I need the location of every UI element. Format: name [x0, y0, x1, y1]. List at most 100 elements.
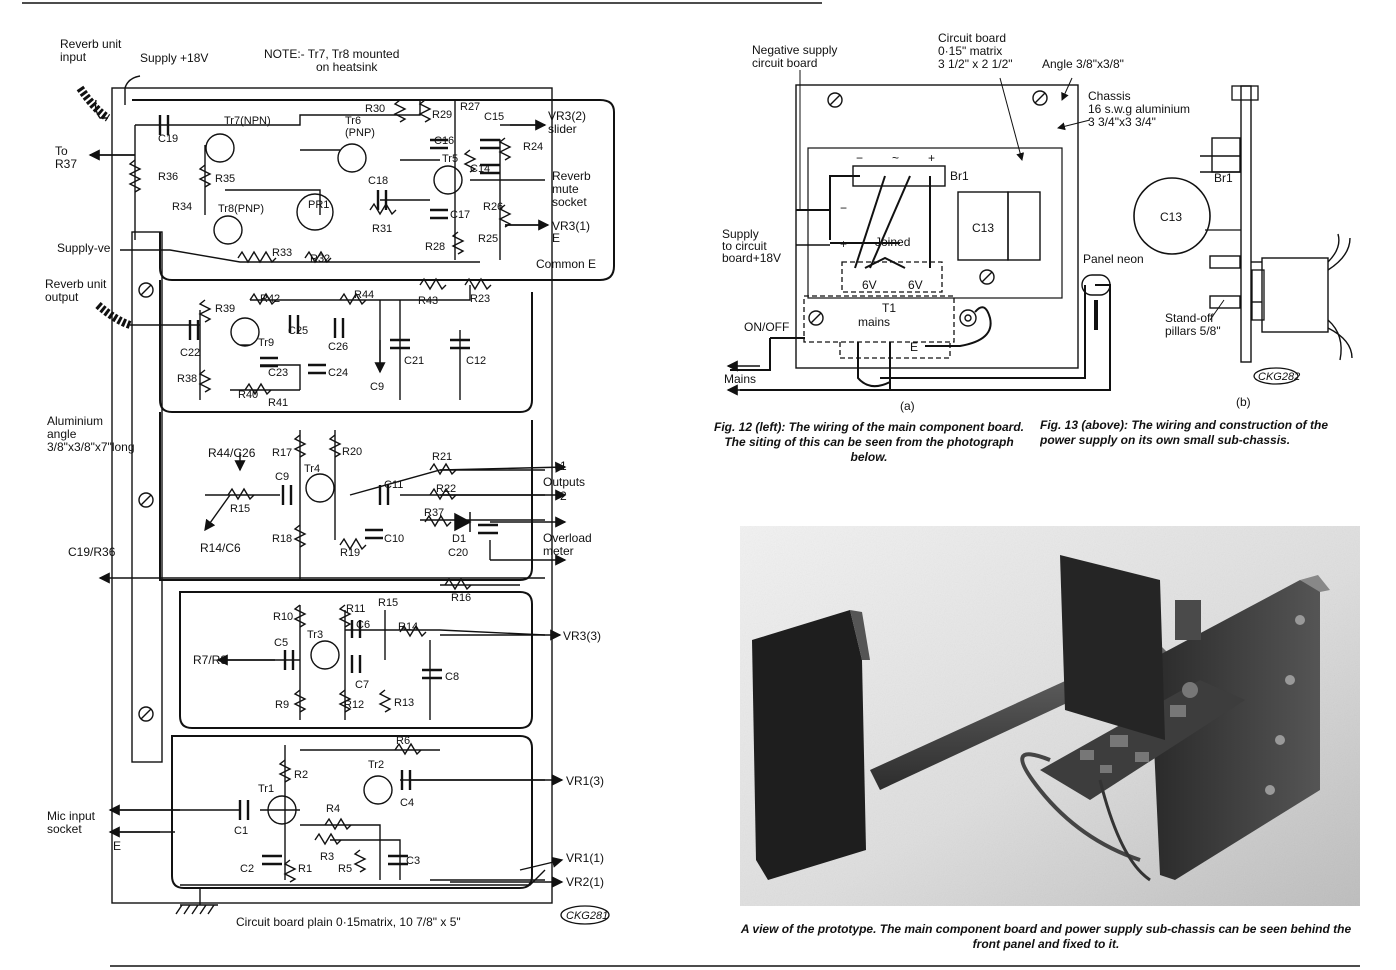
label-angle: Angle 3/8"x3/8" — [1042, 57, 1124, 71]
circuit-board-outline — [807, 147, 1063, 299]
designator: R14 — [398, 621, 418, 633]
label-vr1-1: VR1(1) — [566, 851, 604, 865]
designator: R26 — [483, 201, 503, 213]
designator: C18 — [368, 175, 388, 187]
designator: Tr5 — [442, 153, 458, 165]
designator: Tr9 — [258, 337, 274, 349]
designator: R38 — [177, 373, 197, 385]
designator: C16 — [434, 135, 454, 147]
label-plus: + — [840, 237, 847, 251]
label-c13: C13 — [972, 221, 994, 235]
capacitors — [158, 115, 500, 866]
terminal-arrows — [88, 119, 567, 888]
label-panel-neon: Panel neon — [1083, 252, 1144, 266]
designator: C7 — [355, 679, 369, 691]
end-plate — [752, 610, 866, 880]
bridge-plus-label: + — [928, 151, 935, 165]
chassis-plate — [795, 84, 1079, 369]
angle-bracket — [1231, 85, 1259, 101]
designator: C1 — [234, 825, 248, 837]
fig12-caption-box: Fig. 12 (left): The wiring of the main c… — [714, 420, 1024, 464]
label-ref-ckg282: CKG282 — [1258, 371, 1300, 383]
designator: R41 — [268, 397, 288, 409]
designator: R10 — [273, 611, 293, 623]
designator: C4 — [400, 797, 414, 809]
label-6v-a: 6V — [862, 278, 877, 292]
label-outputs: Outputs — [543, 475, 585, 489]
designator: R18 — [272, 533, 292, 545]
label-vr1-3: VR1(3) — [566, 774, 604, 788]
front-panel-edge — [1300, 575, 1330, 592]
designator: C8 — [445, 671, 459, 683]
end-plate-edge — [850, 610, 870, 660]
fig13-caption: Fig. 13 (above): The wiring and construc… — [1040, 418, 1329, 447]
label-onoff: ON/OFF — [744, 320, 789, 334]
designator: R28 — [425, 241, 445, 253]
label-vr3-1: VR3(1)E — [552, 219, 590, 245]
chassis-leader — [1057, 119, 1091, 131]
panel-neon — [1081, 274, 1111, 296]
designator: R3 — [320, 851, 334, 863]
designator: R23 — [470, 293, 490, 305]
designator: C23 — [268, 367, 288, 379]
transformer-t1 — [803, 295, 955, 343]
ref-badge-ckg282 — [1253, 367, 1299, 385]
photo-cable-1 — [1020, 752, 1141, 862]
designator: R35 — [215, 173, 235, 185]
resistors — [128, 99, 512, 883]
angle-leader — [1061, 77, 1073, 101]
designator: R34 — [172, 201, 192, 213]
designator: C19 — [158, 133, 178, 145]
designator: Tr8(PNP) — [218, 203, 264, 215]
designator: C15 — [484, 111, 504, 123]
designator: R13 — [394, 697, 414, 709]
designator: R42 — [260, 293, 280, 305]
transistors — [205, 133, 463, 825]
label-r7-r8: R7/R8 — [193, 653, 227, 667]
photo-caption-box: A view of the prototype. The main compon… — [740, 922, 1352, 951]
label-t1-e: E — [910, 340, 918, 354]
designator: R39 — [215, 303, 235, 315]
circuit-board-leader — [999, 77, 1025, 161]
designator: D1 — [452, 533, 466, 545]
component-designators: Tr7(NPN) Tr6(PNP) Tr8(PNP) Tr5 Tr9 Tr4 T… — [158, 101, 543, 875]
designator: C9 — [275, 471, 289, 483]
designator: R4 — [326, 803, 340, 815]
designator: C21 — [404, 355, 424, 367]
label-c19-r36: C19/R36 — [68, 545, 116, 559]
designator: R27 — [460, 101, 480, 113]
designator: R11 — [346, 603, 365, 615]
designator: C26 — [328, 341, 348, 353]
photo-caption: A view of the prototype. The main compon… — [740, 922, 1352, 951]
designator: C10 — [384, 533, 404, 545]
label-mic-e: E — [113, 839, 121, 853]
label-c13-b: C13 — [1160, 210, 1182, 224]
fig12-caption: Fig. 12 (left): The wiring of the main c… — [714, 420, 1024, 464]
designator: C9 — [370, 381, 384, 393]
designator: R12 — [344, 699, 364, 711]
br1-mount — [1200, 155, 1241, 173]
angle-screws — [138, 282, 154, 722]
label-board-spec: Circuit board plain 0·15matrix, 10 7/8" … — [236, 915, 461, 929]
designator: Tr6(PNP) — [345, 115, 375, 139]
designator: R24 — [523, 141, 543, 153]
transformer-clamp — [1251, 269, 1265, 321]
aluminium-angle — [131, 231, 163, 763]
designator: C14 — [470, 163, 490, 175]
psu-wiring — [730, 175, 1111, 391]
label-vr2-1: VR2(1) — [566, 875, 604, 889]
transformer-side — [1261, 257, 1329, 333]
psu-subchassis — [1060, 555, 1165, 740]
designator: R31 — [372, 223, 392, 235]
designator: R36 — [158, 171, 178, 183]
